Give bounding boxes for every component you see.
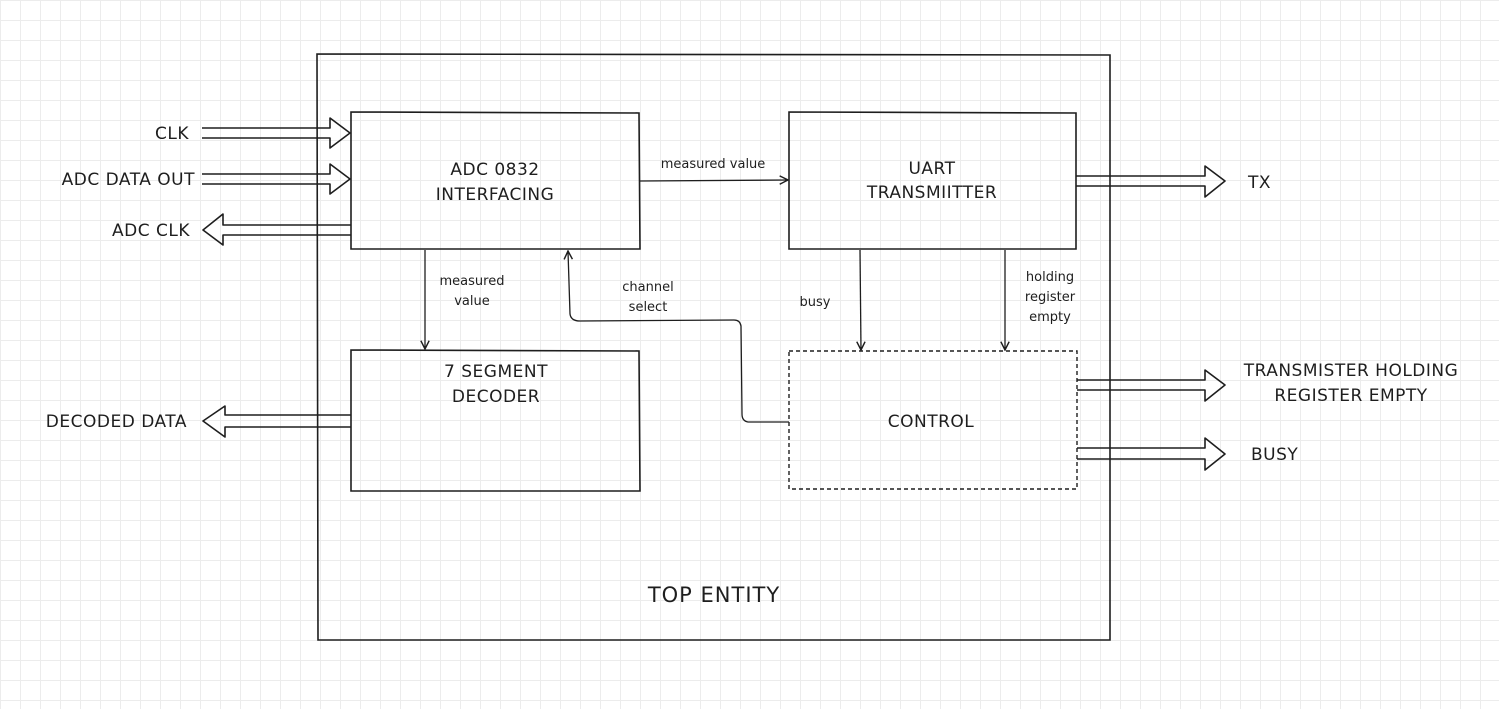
- adc-data-out-input-arrow: [202, 163, 351, 195]
- clk-input-arrow: [202, 117, 351, 149]
- uart-block-label-line2: TRANSMIITTER: [866, 183, 997, 203]
- busy-port-label: BUSY: [1251, 445, 1298, 465]
- holding-register-empty-label-1: holding: [1026, 270, 1074, 285]
- tx-output-arrow: [1076, 165, 1226, 198]
- clk-port-label: CLK: [155, 124, 189, 144]
- control-block: CONTROL: [788, 350, 1078, 490]
- decoded-data-port-label: DECODED DATA: [46, 412, 187, 432]
- seg-block-label-line2: DECODER: [452, 387, 540, 407]
- busy-output-arrow: [1077, 437, 1226, 471]
- channel-select-wire: [568, 251, 789, 423]
- seven-segment-decoder-block: 7 SEGMENT DECODER: [350, 349, 641, 492]
- adc-interfacing-block: ADC 0832 INTERFACING: [350, 111, 641, 250]
- measured-value-wire-to-uart: [639, 180, 788, 181]
- tx-port-label: TX: [1247, 173, 1271, 193]
- channel-select-label-2: select: [629, 300, 668, 315]
- adc-clk-output-arrow: [202, 213, 351, 246]
- holding-register-empty-label-3: empty: [1029, 310, 1071, 325]
- channel-select-label-1: channel: [622, 280, 673, 295]
- busy-label: busy: [800, 295, 831, 310]
- measured-value-label-horizontal: measured value: [661, 157, 766, 172]
- holding-register-empty-label-2: register: [1025, 290, 1076, 305]
- top-entity-label: TOP ENTITY: [647, 583, 780, 607]
- adc-data-out-port-label: ADC DATA OUT: [62, 170, 196, 190]
- measured-value-label-vertical-2: value: [454, 294, 490, 309]
- adc-clk-port-label: ADC CLK: [112, 221, 190, 241]
- measured-value-label-vertical-1: measured: [440, 274, 505, 289]
- seg-block-label-line1: 7 SEGMENT: [444, 362, 548, 382]
- control-block-label: CONTROL: [888, 412, 975, 432]
- top-entity-box: [316, 53, 1111, 641]
- uart-block-label-line1: UART: [908, 159, 955, 179]
- decoded-data-output-arrow: [202, 405, 351, 438]
- thre-port-label-2: REGISTER EMPTY: [1274, 386, 1427, 406]
- thre-port-label-1: TRANSMISTER HOLDING: [1243, 361, 1459, 381]
- thre-output-arrow: [1077, 369, 1226, 402]
- uart-transmitter-block: UART TRANSMIITTER: [788, 111, 1077, 250]
- adc-block-label-line2: INTERFACING: [436, 185, 555, 205]
- adc-block-label-line1: ADC 0832: [450, 160, 539, 180]
- busy-wire: [860, 249, 861, 350]
